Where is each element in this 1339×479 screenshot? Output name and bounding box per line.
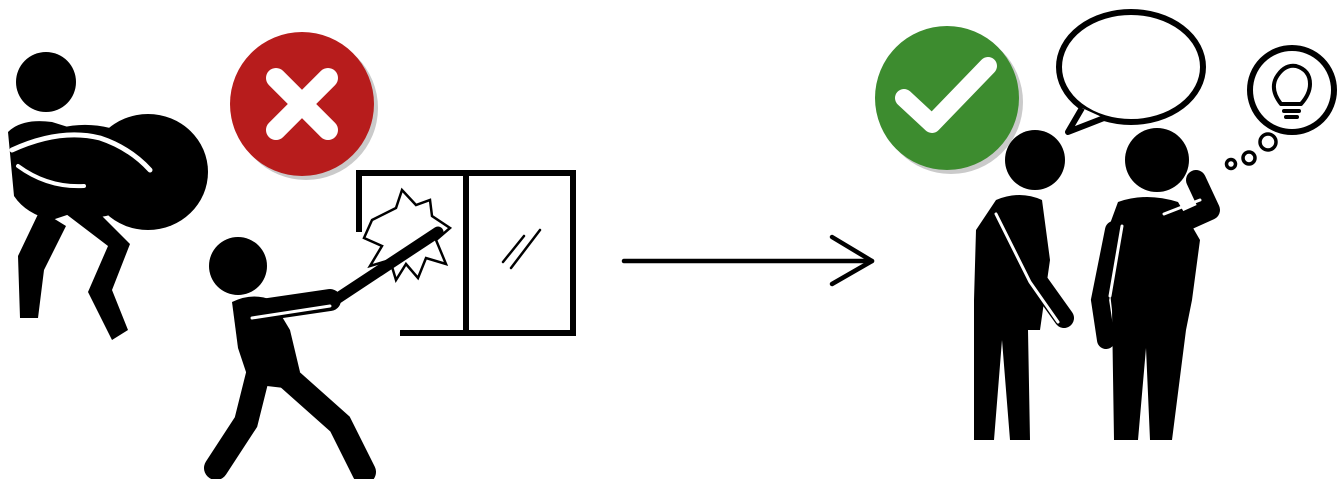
thinker-figure xyxy=(1090,128,1220,440)
listener-head xyxy=(1005,130,1065,190)
listener-arm-highlight xyxy=(994,212,1060,324)
vandal-arm-highlight xyxy=(250,304,332,320)
vandal-figure xyxy=(204,226,444,479)
lightbulb-icon xyxy=(1271,63,1312,119)
vandal-arm xyxy=(237,289,341,323)
sack-strap-highlight xyxy=(9,132,153,173)
vandal-head xyxy=(209,237,267,295)
thief-figure xyxy=(8,52,208,340)
thief-head xyxy=(16,52,76,112)
checkmark-icon xyxy=(895,57,997,133)
thief-arm-highlight xyxy=(16,164,86,189)
thief-leg-front xyxy=(18,210,66,318)
window-frame xyxy=(356,170,576,336)
thief-leg-back xyxy=(66,206,130,340)
vandal-leg-front xyxy=(204,362,270,479)
listener-arm xyxy=(996,208,1074,328)
thief-torso xyxy=(8,121,118,220)
thinker-body xyxy=(1104,197,1200,440)
thinker-side-arm xyxy=(1090,221,1123,349)
baseball-bat-icon xyxy=(332,226,444,304)
arrow-right-icon xyxy=(621,234,875,287)
approve-badge xyxy=(875,26,1023,174)
thinker-side-arm-highlight xyxy=(1108,224,1124,298)
good-behavior-group xyxy=(875,9,1337,440)
thinker-arm-highlight xyxy=(1162,198,1202,216)
window-outline xyxy=(356,170,576,336)
thinker-arm xyxy=(1160,170,1220,238)
speech-bubble-inner xyxy=(1063,16,1199,118)
bad-behavior-group xyxy=(8,32,576,479)
vandal-leg-back xyxy=(274,364,376,479)
glass-reflection-icon xyxy=(501,228,542,270)
thinker-head xyxy=(1125,128,1189,192)
cross-icon xyxy=(266,68,338,140)
listener-figure xyxy=(974,130,1074,440)
thought-bubble-icon xyxy=(1224,45,1337,171)
reject-badge xyxy=(230,32,378,180)
impact-burst-icon xyxy=(362,187,453,284)
